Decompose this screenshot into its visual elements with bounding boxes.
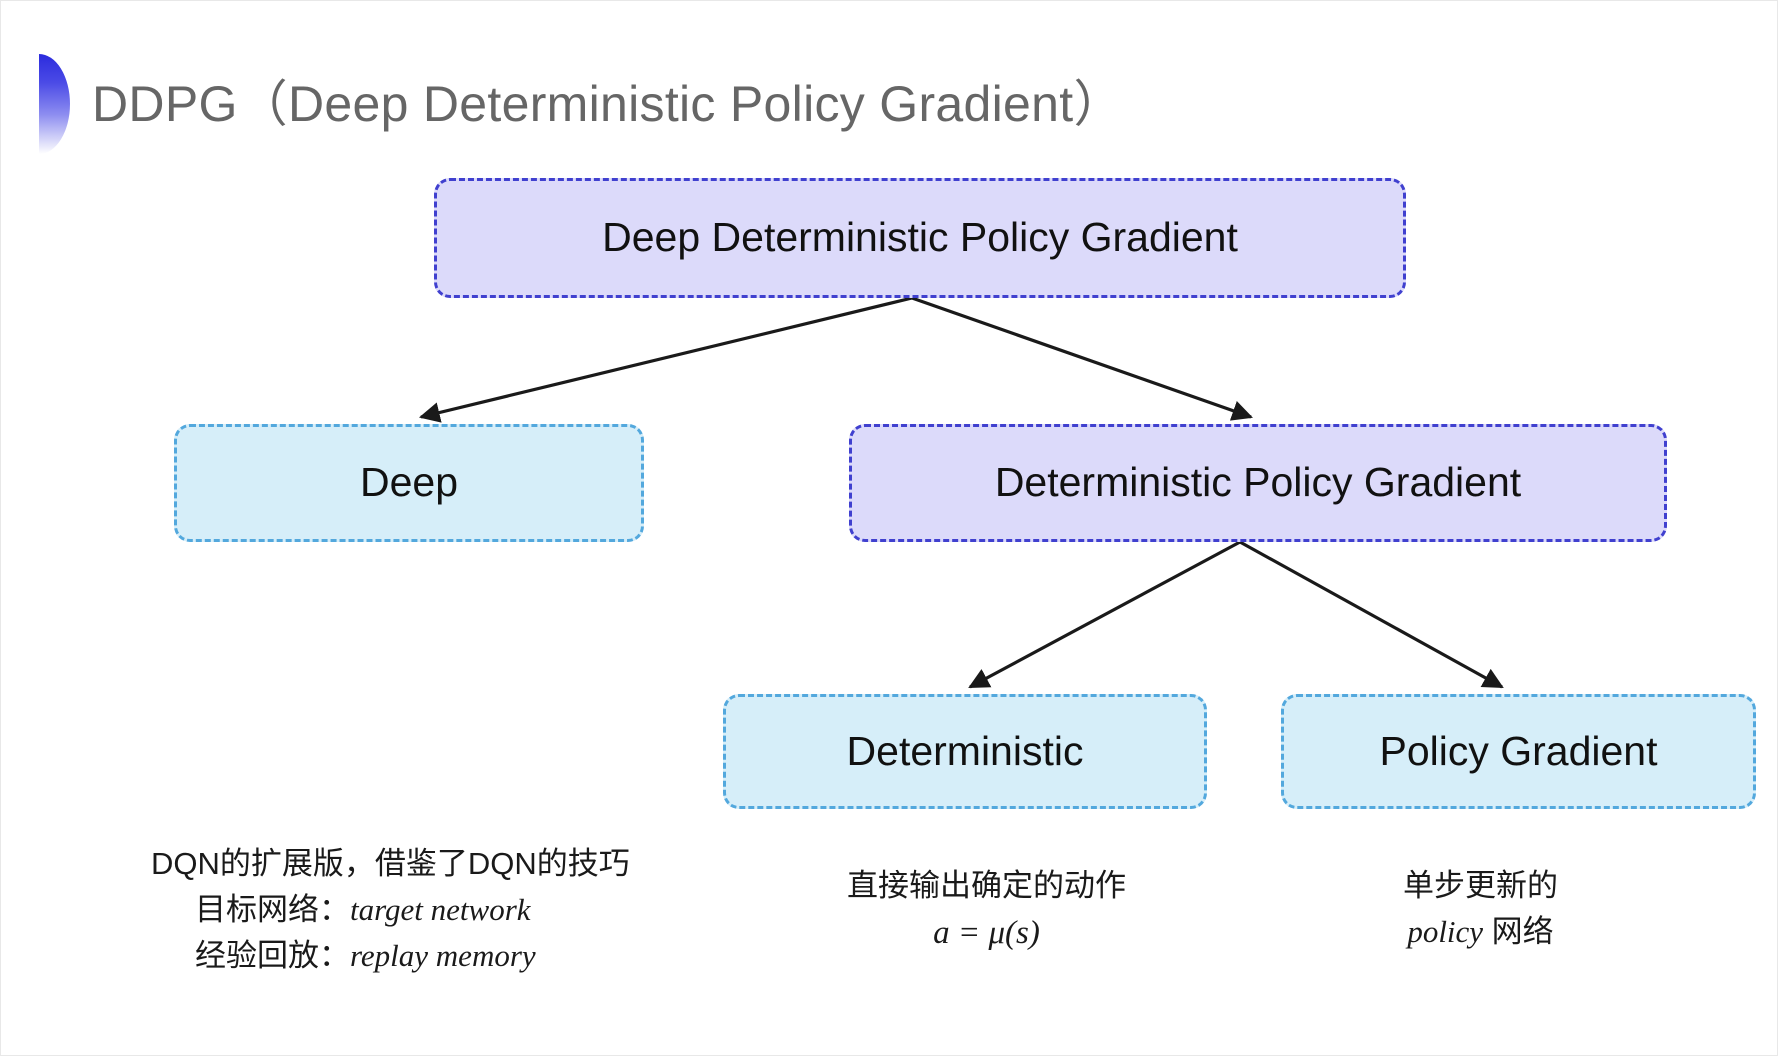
caption-deep-line-2-term: target network [350, 891, 531, 927]
caption-policy-gradient-line-2: policy 网络 [1403, 909, 1558, 955]
half-circle-gradient-icon [39, 54, 70, 154]
caption-deterministic-formula: a = μ(s) [933, 914, 1040, 951]
edge-dpg-to-policy-gradient [1239, 540, 1504, 689]
caption-deep-line-1: DQN的扩展版，借鉴了DQN的技巧 [151, 846, 630, 881]
caption-deterministic-line-1: 直接输出确定的动作 [847, 868, 1126, 903]
slide-title-row: DDPG（Deep Deterministic Policy Gradient） [39, 54, 1124, 154]
page-title: DDPG（Deep Deterministic Policy Gradient） [92, 76, 1124, 132]
edge-dpg-to-deterministic [968, 540, 1241, 689]
node-policy-gradient[interactable]: Policy Gradient [1281, 694, 1756, 809]
caption-policy-gradient-suffix: 网络 [1483, 913, 1554, 949]
caption-policy-gradient-term: policy [1407, 913, 1484, 949]
caption-deep-line-2: 目标网络：target network [151, 887, 630, 933]
edge-root-to-dpg [911, 296, 1253, 421]
caption-deterministic: 直接输出确定的动作 a = μ(s) [847, 863, 1126, 958]
caption-policy-gradient-line-1: 单步更新的 [1403, 868, 1558, 903]
node-deterministic[interactable]: Deterministic [723, 694, 1207, 809]
caption-deep-line-3: 经验回放：replay memory [151, 933, 630, 979]
caption-deep-line-3-term: replay memory [350, 937, 536, 973]
caption-deep: DQN的扩展版，借鉴了DQN的技巧 目标网络：target network 经验… [151, 841, 630, 979]
caption-deep-line-2-label: 目标网络： [195, 891, 350, 927]
node-deep[interactable]: Deep [174, 424, 644, 542]
caption-deep-line-3-label: 经验回放： [195, 937, 350, 973]
node-deep-deterministic-policy-gradient[interactable]: Deep Deterministic Policy Gradient [434, 178, 1406, 298]
edge-root-to-deep [418, 296, 913, 423]
node-deterministic-policy-gradient[interactable]: Deterministic Policy Gradient [849, 424, 1667, 542]
caption-policy-gradient: 单步更新的 policy 网络 [1403, 863, 1558, 955]
